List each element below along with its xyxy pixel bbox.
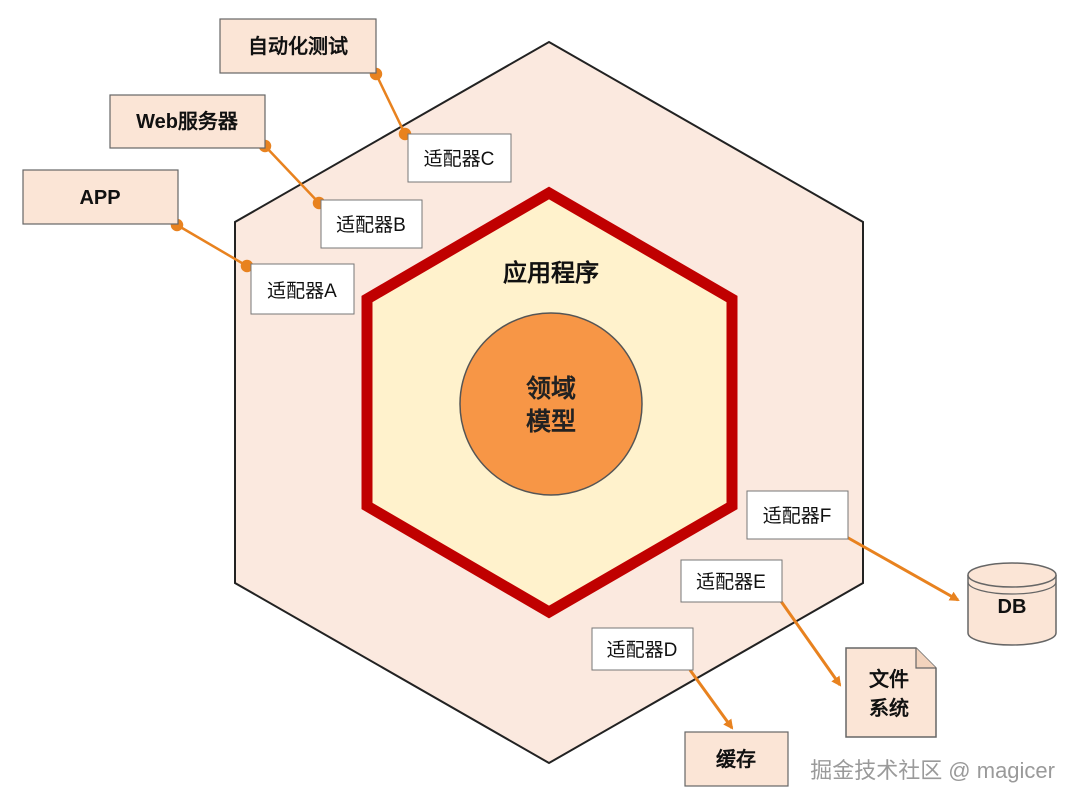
right-connectors (688, 533, 960, 730)
adapter-d-label: 适配器D (607, 639, 678, 661)
file-document-shape (845, 647, 937, 738)
external-app: APP (22, 169, 179, 225)
adapter-f-label: 适配器F (763, 505, 832, 527)
adapter-d: 适配器D (591, 627, 694, 671)
watermark: 掘金技术社区 @ magicer (810, 758, 1055, 783)
domain-model-circle (459, 312, 643, 496)
adapter-c-label: 适配器C (424, 148, 495, 170)
adapter-e: 适配器E (680, 559, 783, 603)
cache-label: 缓存 (716, 747, 756, 771)
connector-adapter-f-to-db (842, 533, 960, 602)
db-cylinder-ring (967, 581, 1057, 595)
external-cache: 缓存 (684, 731, 789, 787)
adapter-a-label: 适配器A (267, 280, 337, 302)
external-auto-test-label: 自动化测试 (248, 34, 348, 58)
domain-model-label-line1: 领域 (526, 374, 576, 403)
file-system-label-line2: 系统 (869, 696, 909, 720)
connector-app-to-adapter-a (176, 223, 248, 268)
adapter-b-label: 适配器B (336, 214, 406, 236)
adapter-f: 适配器F (746, 490, 849, 540)
external-app-label: APP (79, 187, 120, 209)
adapter-b: 适配器B (320, 199, 423, 249)
external-auto-test: 自动化测试 (219, 18, 377, 74)
external-file-system: 文件 系统 (845, 647, 937, 738)
file-document-fold (915, 648, 936, 669)
application-label: 应用程序 (503, 259, 599, 287)
external-db: DB (967, 562, 1057, 646)
adapter-a: 适配器A (250, 263, 355, 315)
db-label: DB (998, 596, 1027, 618)
connector-adapter-e-to-file-system (776, 596, 842, 687)
connector-web-to-adapter-b (264, 145, 320, 204)
connector-test-to-adapter-c (374, 73, 407, 135)
connector-adapter-d-to-cache (688, 669, 734, 730)
adapter-e-label: 适配器E (696, 571, 766, 593)
external-web-server: Web服务器 (109, 94, 266, 149)
db-cylinder-top (967, 562, 1057, 588)
external-web-server-label: Web服务器 (136, 109, 239, 133)
adapter-c: 适配器C (407, 133, 512, 183)
file-system-label-line1: 文件 (869, 667, 909, 691)
domain-model-label-line2: 模型 (526, 407, 576, 436)
